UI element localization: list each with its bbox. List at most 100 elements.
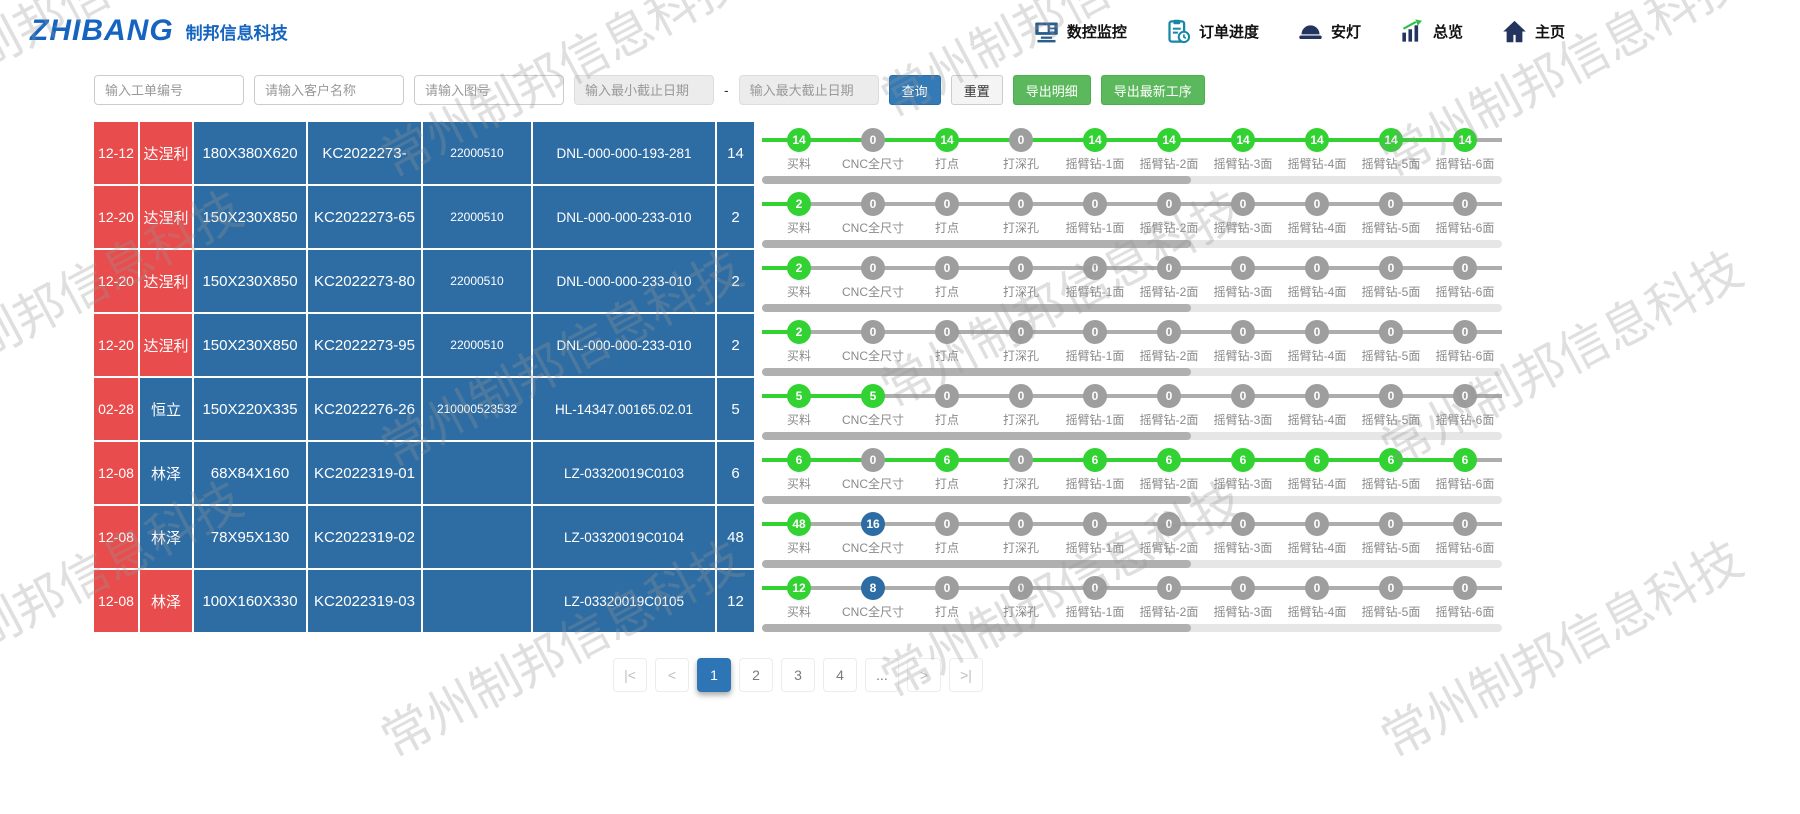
scrollbar-thumb[interactable] — [762, 304, 1192, 312]
step-label: 摇臂钻-4面 — [1287, 285, 1347, 299]
step-count-badge: 0 — [935, 256, 959, 280]
step-label: 摇臂钻-1面 — [1065, 221, 1125, 235]
export-latest-process-button[interactable]: 导出最新工序 — [1100, 75, 1205, 105]
scrollbar-thumb[interactable] — [762, 624, 1192, 632]
step-label: 摇臂钻-1面 — [1065, 413, 1125, 427]
nav-item-cnc-monitor[interactable]: 数控监控 — [1033, 18, 1127, 45]
step-label: 摇臂钻-3面 — [1213, 285, 1273, 299]
nav-item-order-progress[interactable]: 订单进度 — [1165, 18, 1259, 45]
step-label: 摇臂钻-3面 — [1213, 221, 1273, 235]
size-cell: 150X220X335 — [194, 378, 306, 440]
reset-button[interactable]: 重置 — [950, 75, 1003, 105]
qty-cell: 2 — [717, 250, 754, 312]
progress-scrollbar[interactable] — [762, 432, 1502, 440]
nav-item-andon[interactable]: 安灯 — [1297, 18, 1361, 45]
drawing-no-cell: HL-14347.00165.02.01 — [533, 378, 715, 440]
pagination-prev-button[interactable]: < — [655, 658, 689, 692]
step-label: 买料 — [786, 413, 811, 427]
nav-item-home[interactable]: 主页 — [1501, 18, 1565, 45]
progress-scrollbar[interactable] — [762, 624, 1502, 632]
drawing-no-cell: DNL-000-000-233-010 — [533, 186, 715, 248]
progress-scrollbar[interactable] — [762, 176, 1502, 184]
customer-name-input[interactable] — [254, 75, 404, 105]
pagination-page-button-2[interactable]: 2 — [739, 658, 773, 692]
date-range-separator: - — [724, 82, 729, 98]
progress-scrollbar[interactable] — [762, 496, 1502, 504]
step-label: 摇臂钻-5面 — [1361, 413, 1421, 427]
material-code-cell: 22000510 — [423, 314, 531, 376]
pagination-next-button[interactable]: > — [907, 658, 941, 692]
progress-scrollbar[interactable] — [762, 240, 1502, 248]
step-label: 摇臂钻-5面 — [1361, 285, 1421, 299]
step-count-badge: 2 — [787, 192, 811, 216]
step-label: 摇臂钻-5面 — [1361, 221, 1421, 235]
work-order-input[interactable] — [94, 75, 244, 105]
step-count-badge: 0 — [1083, 384, 1107, 408]
scrollbar-thumb[interactable] — [762, 432, 1192, 440]
pagination-page-button-4[interactable]: 4 — [823, 658, 857, 692]
nav-item-overview[interactable]: 总览 — [1399, 18, 1463, 45]
progress-scrollbar[interactable] — [762, 560, 1502, 568]
step-count-badge: 0 — [935, 192, 959, 216]
search-button[interactable]: 查询 — [888, 75, 941, 105]
scrollbar-thumb[interactable] — [762, 368, 1192, 376]
qty-cell: 12 — [717, 570, 754, 632]
due-date-cell: 12-20 — [94, 314, 138, 376]
order-progress-icon — [1165, 18, 1192, 45]
filter-bar: - 查询 重置 导出明细 导出最新工序 — [94, 75, 1800, 105]
export-detail-button[interactable]: 导出明细 — [1012, 75, 1091, 105]
step-count-badge: 0 — [1453, 256, 1477, 280]
step-count-badge: 6 — [935, 448, 959, 472]
step-count-badge: 0 — [1009, 192, 1033, 216]
step-label: CNC全尺寸 — [842, 157, 904, 171]
pagination-page-button-3[interactable]: 3 — [781, 658, 815, 692]
step-count-badge: 0 — [935, 384, 959, 408]
pagination-first-button[interactable]: |< — [613, 658, 647, 692]
step-label: 摇臂钻-6面 — [1435, 285, 1495, 299]
scrollbar-thumb[interactable] — [762, 176, 1192, 184]
step-count-badge: 0 — [1453, 320, 1477, 344]
drawing-no-input[interactable] — [414, 75, 564, 105]
step-count-badge: 0 — [1083, 256, 1107, 280]
scrollbar-thumb[interactable] — [762, 496, 1192, 504]
step-count-badge: 0 — [1231, 320, 1255, 344]
step-label: CNC全尺寸 — [842, 541, 904, 555]
step-label: CNC全尺寸 — [842, 605, 904, 619]
step-label: 买料 — [786, 285, 811, 299]
scrollbar-thumb[interactable] — [762, 560, 1192, 568]
step-label: 摇臂钻-5面 — [1361, 477, 1421, 491]
step-count-badge: 6 — [1083, 448, 1107, 472]
step-label: 摇臂钻-6面 — [1435, 221, 1495, 235]
progress-scrollbar[interactable] — [762, 368, 1502, 376]
pagination-page-button-1[interactable]: 1 — [697, 658, 731, 692]
min-due-date-input[interactable] — [574, 75, 714, 105]
scrollbar-thumb[interactable] — [762, 240, 1192, 248]
max-due-date-input[interactable] — [738, 75, 879, 105]
progress-scrollbar[interactable] — [762, 304, 1502, 312]
step-label: 摇臂钻-3面 — [1213, 605, 1273, 619]
step-count-badge: 0 — [1009, 320, 1033, 344]
step-label: CNC全尺寸 — [842, 285, 904, 299]
pagination-last-button[interactable]: >| — [949, 658, 983, 692]
